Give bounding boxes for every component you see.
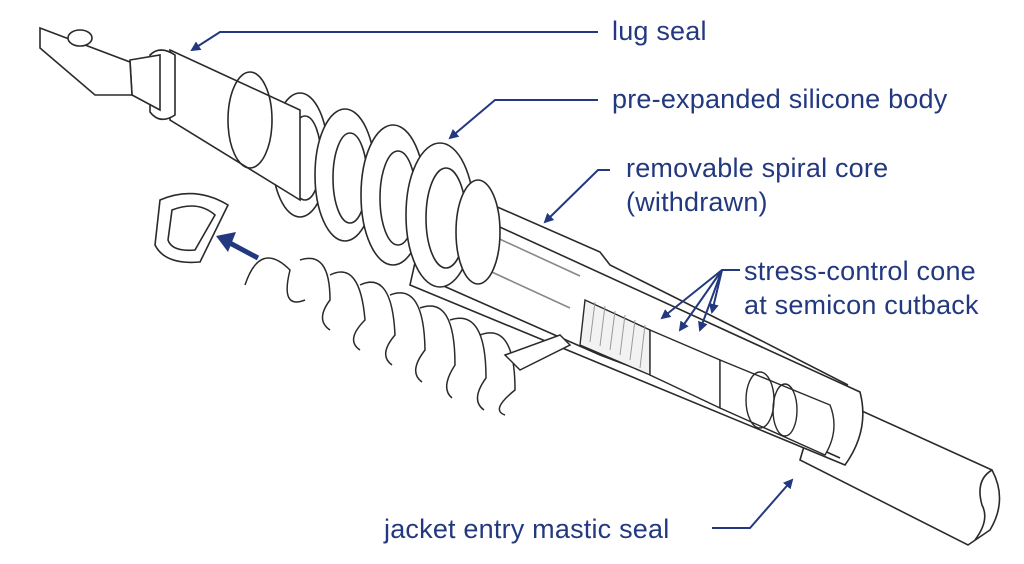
leader-jacket-seal — [712, 478, 794, 529]
label-stress-cone-line1: stress-control cone — [744, 256, 976, 286]
leader-stress-cone-d — [708, 269, 723, 314]
label-jacket-seal: jacket entry mastic seal — [384, 514, 670, 544]
label-lug-seal: lug seal — [612, 16, 707, 46]
inner-conductor — [579, 298, 835, 456]
leader-lug-seal — [190, 31, 598, 52]
arrow-up-left-icon — [216, 232, 260, 261]
lug-and-upper-body — [39, 26, 301, 202]
removed-lug-seal-ring — [154, 192, 230, 264]
label-stress-cone-line2: at semicon cutback — [744, 290, 979, 320]
leader-stress-cone-c — [698, 269, 723, 332]
label-spiral-core-line1: removable spiral core — [626, 153, 889, 183]
label-spiral-core-line2: (withdrawn) — [626, 187, 768, 217]
spiral-core — [244, 257, 572, 416]
leader-silicone-body — [448, 99, 598, 140]
label-silicone-body: pre-expanded silicone body — [612, 84, 948, 114]
leader-spiral-core — [543, 169, 610, 224]
leader-lines — [190, 31, 794, 529]
leader-stress-cone-b — [678, 269, 723, 332]
